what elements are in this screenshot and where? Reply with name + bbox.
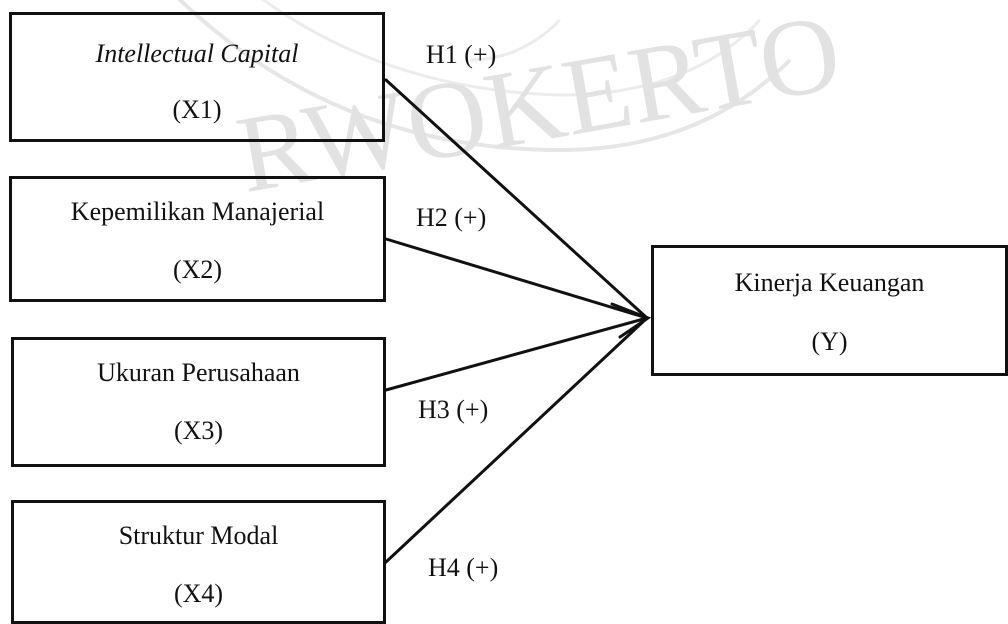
hypothesis-label-h3: H3 (+) (418, 395, 489, 424)
variable-box-x1: Intellectual Capital (X1) (9, 12, 385, 142)
hypothesis-label-h1: H1 (+) (426, 40, 497, 69)
hypothesis-label-h4: H4 (+) (428, 553, 499, 582)
arrowhead (610, 302, 652, 339)
variable-x4-label: Struktur Modal (118, 521, 279, 550)
variable-box-x3: Ukuran Perusahaan (X3) (11, 337, 386, 467)
variable-x4-code: (X4) (173, 579, 224, 608)
variable-x1-label: Intellectual Capital (95, 39, 299, 68)
variable-x1-code: (X1) (172, 95, 222, 124)
dependent-box-y: Kinerja Keuangan (Y) (651, 245, 1008, 376)
arrow-h4 (384, 316, 649, 564)
variable-x3-code: (X3) (173, 416, 224, 445)
dependent-y-label: Kinerja Keuangan (734, 268, 925, 297)
variable-x2-label: Kepemilikan Manajerial (70, 197, 325, 226)
variable-x3-label: Ukuran Perusahaan (97, 358, 300, 387)
arrow-h1 (384, 78, 649, 320)
variable-x2-code: (X2) (172, 255, 223, 284)
arrow-h3 (384, 316, 649, 392)
hypothesis-label-h2: H2 (+) (416, 203, 487, 232)
arrow-h2 (384, 237, 649, 320)
dependent-y-code: (Y) (811, 327, 848, 356)
